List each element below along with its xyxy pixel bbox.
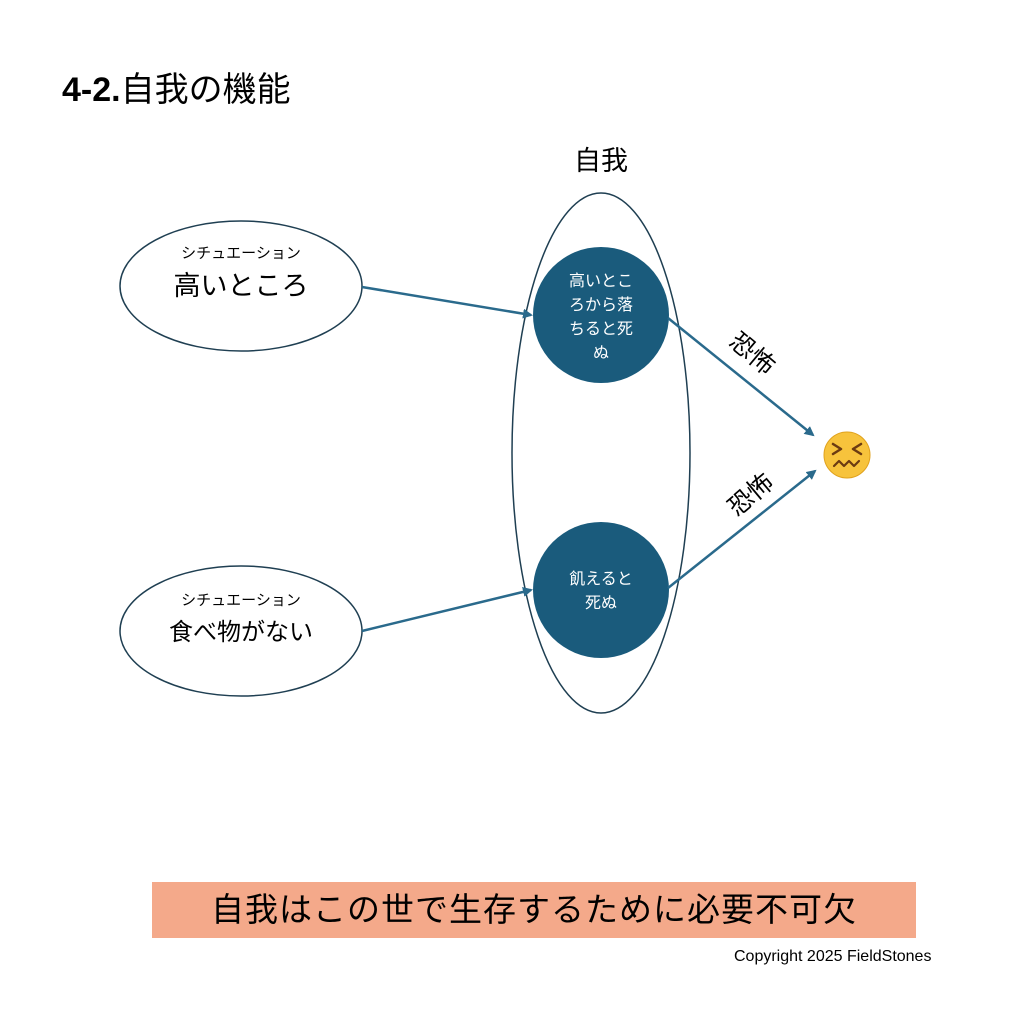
page-title: 4-2.自我の機能 <box>62 62 291 111</box>
title-text: 自我の機能 <box>120 70 291 110</box>
arrow-situation-to-belief-1 <box>361 285 533 319</box>
arrow-belief-1-to-emotion <box>667 317 815 437</box>
fear-label: 恐怖 <box>724 326 781 380</box>
belief-line: 死ぬ <box>585 593 617 612</box>
belief-line: ちると死 <box>569 319 633 338</box>
belief-line: 高いとこ <box>569 271 633 290</box>
situation-high-place: シチュエーション 高いところ <box>119 220 363 352</box>
takeaway-banner: 自我はこの世で生存するために必要不可欠 <box>152 882 916 938</box>
fear-label: 恐怖 <box>722 467 779 521</box>
ego-label: 自我 <box>574 146 628 177</box>
belief-circle <box>533 522 669 658</box>
situation-text: 食べ物がない <box>169 618 313 646</box>
title-number: 4-2. <box>62 71 121 109</box>
situation-caption: シチュエーション <box>181 244 301 262</box>
situation-no-food: シチュエーション 食べ物がない <box>119 565 363 697</box>
belief-circle <box>533 247 669 383</box>
ego-ellipse <box>511 192 691 714</box>
belief-line: 飢えると <box>569 569 633 588</box>
belief-line: ぬ <box>593 343 609 362</box>
situation-ellipse <box>119 220 363 352</box>
belief-fall-death: 高いとこ ろから落 ちると死 ぬ <box>533 247 669 383</box>
situation-caption: シチュエーション <box>181 591 301 609</box>
arrow-situation-to-belief-2 <box>361 587 533 633</box>
confounded-face-icon <box>823 431 871 479</box>
belief-line: ろから落 <box>569 295 633 314</box>
situation-text: 高いところ <box>174 271 309 302</box>
arrow-belief-2-to-emotion <box>667 469 817 589</box>
belief-starve-death: 飢えると 死ぬ <box>533 522 669 658</box>
copyright: Copyright 2025 FieldStones <box>734 948 932 965</box>
